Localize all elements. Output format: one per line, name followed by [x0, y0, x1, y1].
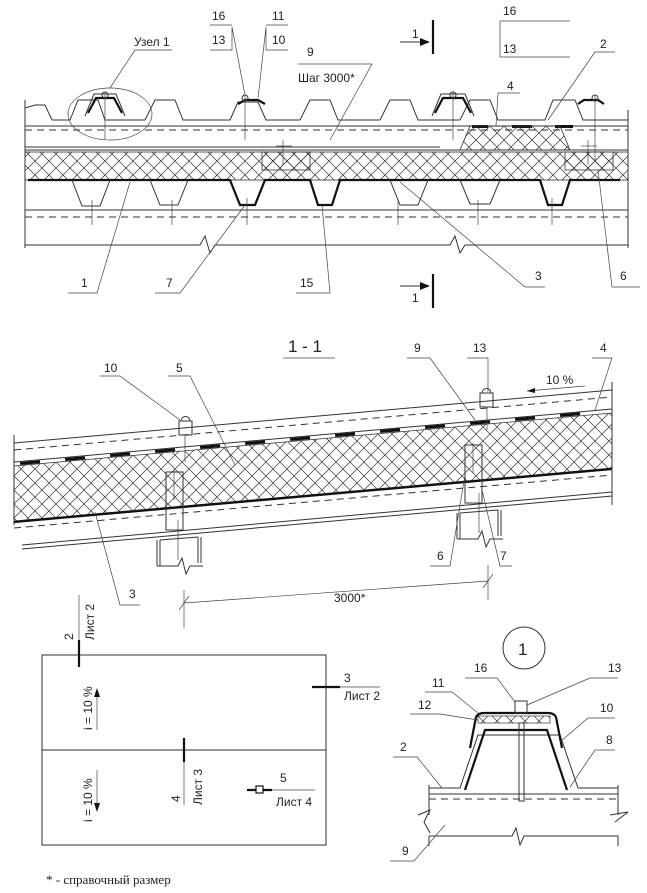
- svg-text:3000*: 3000*: [334, 591, 366, 605]
- slope-top-label: i = 10 %: [81, 686, 95, 730]
- s-callout-7: 7: [500, 549, 507, 563]
- d-callout-2: 2: [400, 740, 407, 754]
- pitch-annotation: Шаг 3000*: [298, 71, 355, 85]
- cut4-sheet: Лист 3: [191, 769, 205, 805]
- callout-1: 1: [81, 276, 88, 290]
- node-circle: [502, 626, 546, 670]
- top-section-view: Узел 1 16 13 11 10 9 Шаг 3000* 1 16 13 4…: [24, 4, 640, 308]
- footnote: * - справочный размер: [46, 872, 171, 887]
- callout-16-right: 16: [503, 4, 517, 18]
- post-right: [464, 444, 483, 504]
- cut4-num: 4: [169, 795, 183, 802]
- svg-text:1: 1: [412, 27, 419, 41]
- callout-9: 9: [307, 45, 314, 59]
- cut5-sheet: Лист 4: [276, 795, 312, 809]
- cut5-num: 5: [280, 771, 287, 785]
- d-callout-10: 10: [600, 701, 614, 715]
- callout-7: 7: [166, 276, 173, 290]
- slope-label: 10 %: [546, 373, 574, 387]
- section-insulation: [13, 412, 613, 522]
- d-callout-9: 9: [402, 844, 409, 858]
- callout-13-right: 13: [503, 42, 517, 56]
- cut2-num: 2: [62, 633, 76, 640]
- section-mark-bottom: 1: [400, 274, 435, 308]
- node-label: Узел 1: [134, 35, 170, 49]
- cut3-num: 3: [344, 671, 351, 685]
- callout-6: 6: [620, 269, 627, 283]
- s-callout-4: 4: [600, 341, 607, 355]
- section-mark-top: 1: [400, 20, 435, 54]
- callout-2: 2: [600, 37, 607, 51]
- s-callout-6: 6: [437, 549, 444, 563]
- node1-highlight: [67, 87, 153, 141]
- node1-detail: 1 16 13 11 12 10 8 2 9: [390, 626, 629, 862]
- dimension-3000: 3000*: [178, 565, 494, 628]
- section-1-1: 1 - 1: [13, 337, 613, 628]
- callout-10: 10: [272, 33, 286, 47]
- callout-4: 4: [507, 79, 514, 93]
- callout-16: 16: [212, 9, 226, 23]
- s-callout-5: 5: [176, 361, 183, 375]
- roof-plan: 2 Лист 2 3 Лист 2 4 Лист 3 5 Лист 4 i = …: [41, 595, 380, 846]
- post-left: [165, 471, 184, 531]
- node-detail-title: 1: [518, 640, 527, 659]
- s-callout-9: 9: [414, 341, 421, 355]
- callout-11: 11: [272, 9, 285, 23]
- cut3-sheet: Лист 2: [344, 689, 380, 703]
- s-callout-13: 13: [473, 341, 487, 355]
- d-callout-12: 12: [418, 698, 432, 712]
- insulation-layer: [24, 151, 629, 181]
- s-callout-3: 3: [129, 587, 136, 601]
- arrow-up-icon: [94, 688, 100, 697]
- cut2-sheet: Лист 2: [83, 604, 97, 640]
- d-callout-8: 8: [606, 733, 613, 747]
- d-callout-11: 11: [432, 676, 445, 690]
- s-callout-10: 10: [104, 361, 118, 375]
- d-callout-16: 16: [474, 661, 488, 675]
- slope-bottom-label: i = 10 %: [81, 778, 95, 822]
- upper-profiled-sheet: [24, 99, 628, 121]
- arrow-down-icon: [94, 803, 100, 812]
- callout-13: 13: [212, 33, 226, 47]
- lower-profiled-sheet: [28, 178, 620, 207]
- section-title: 1 - 1: [288, 337, 322, 356]
- d-callout-13: 13: [608, 661, 622, 675]
- callout-15: 15: [300, 276, 314, 290]
- waterproof-strips: [20, 412, 581, 465]
- callout-3: 3: [535, 269, 542, 283]
- svg-text:1: 1: [412, 291, 419, 305]
